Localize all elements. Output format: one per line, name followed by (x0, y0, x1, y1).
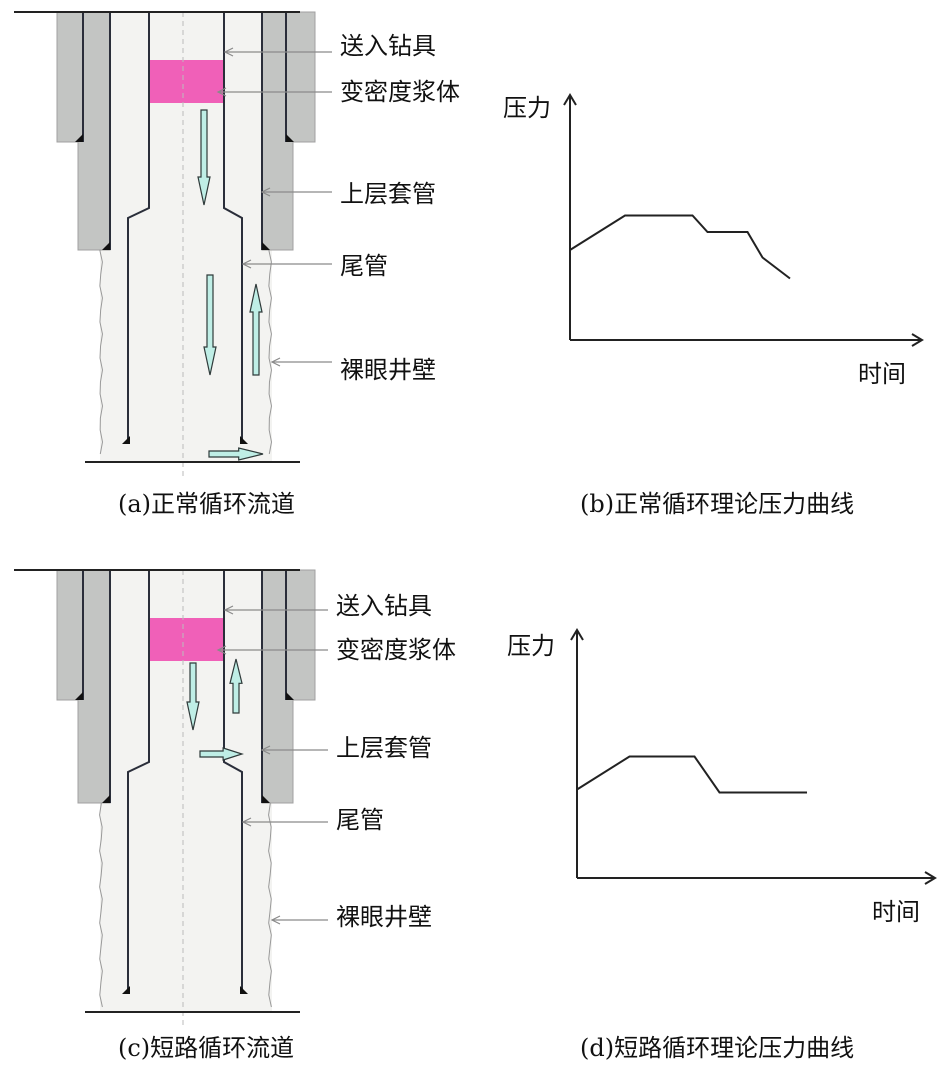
chart-b-ylabel: 压力 (503, 94, 551, 122)
slurry-plug (150, 618, 223, 661)
casing-shoe (102, 795, 110, 803)
pointer-liner-head (241, 259, 252, 269)
flow-up-arrow (229, 658, 243, 714)
caption-c: (c)短路循环流道 (118, 1034, 295, 1062)
casing-shoe (262, 795, 270, 803)
casing-shoe (286, 134, 294, 142)
pointer-upper-casing-head (260, 187, 271, 197)
casing-formation-right (261, 569, 316, 804)
pointer-upper-casing-head (260, 745, 271, 755)
pointer-borehole-wall-head (270, 357, 281, 367)
flow-right-arrow (199, 747, 244, 761)
label-running-tool: 送入钻具 (336, 592, 432, 620)
liner-shoe (240, 986, 248, 994)
borehole-wall-right (268, 249, 273, 455)
casing-formation-right (261, 11, 316, 251)
casing-shoe (75, 692, 83, 700)
casing-shoe (102, 242, 110, 250)
borehole-wall-left (99, 802, 103, 1008)
liner-shoe (240, 436, 248, 444)
caption-d: (d)短路循环理论压力曲线 (580, 1034, 855, 1062)
casing-shoe (75, 134, 83, 142)
chart-d-xlabel: 时间 (872, 898, 920, 926)
label-borehole-wall: 裸眼井壁 (340, 356, 436, 384)
liner-left-wall (127, 12, 150, 442)
liner-right-wall (223, 12, 243, 442)
label-running-tool: 送入钻具 (340, 32, 436, 60)
flow-down-arrow (197, 109, 211, 206)
flow-right-arrow (208, 447, 264, 461)
chart-d-y-arrow (570, 628, 584, 641)
chart-b-pressure-line (569, 214, 791, 280)
chart-d-ylabel: 压力 (507, 632, 555, 660)
flow-up-arrow (249, 283, 263, 376)
pointer-slurry-head (216, 87, 227, 97)
flow-down-arrow (186, 662, 200, 731)
label-liner: 尾管 (340, 252, 388, 280)
slurry-plug (150, 60, 223, 103)
pointer-liner-head (241, 817, 252, 827)
borehole-wall-right (268, 802, 272, 1008)
chart-b-x-arrow (911, 333, 924, 347)
casing-shoe (262, 242, 270, 250)
pointer-running-tool-head (223, 47, 234, 57)
label-liner: 尾管 (336, 806, 384, 834)
label-upper-casing: 上层套管 (336, 734, 432, 762)
liner-shoe (122, 436, 130, 444)
label-slurry: 变密度浆体 (336, 636, 456, 664)
flow-down-arrow (203, 274, 217, 376)
casing-shoe (286, 692, 294, 700)
label-slurry: 变密度浆体 (340, 78, 460, 106)
pointer-slurry-head (216, 645, 227, 655)
caption-b: (b)正常循环理论压力曲线 (580, 490, 855, 518)
chart-d-pressure-line (576, 755, 807, 794)
label-borehole-wall: 裸眼井壁 (336, 903, 432, 931)
chart-d-x-arrow (924, 871, 937, 885)
chart-b-y-arrow (563, 93, 577, 106)
label-upper-casing: 上层套管 (340, 180, 436, 208)
chart-b-xlabel: 时间 (858, 360, 906, 388)
liner-left-wall (127, 570, 150, 992)
pointer-borehole-wall-head (270, 915, 281, 925)
borehole-wall-left (99, 249, 104, 455)
liner-shoe (122, 986, 130, 994)
caption-a: (a)正常循环流道 (118, 490, 296, 518)
pointer-running-tool-head (223, 605, 234, 615)
liner-right-wall (223, 570, 243, 992)
